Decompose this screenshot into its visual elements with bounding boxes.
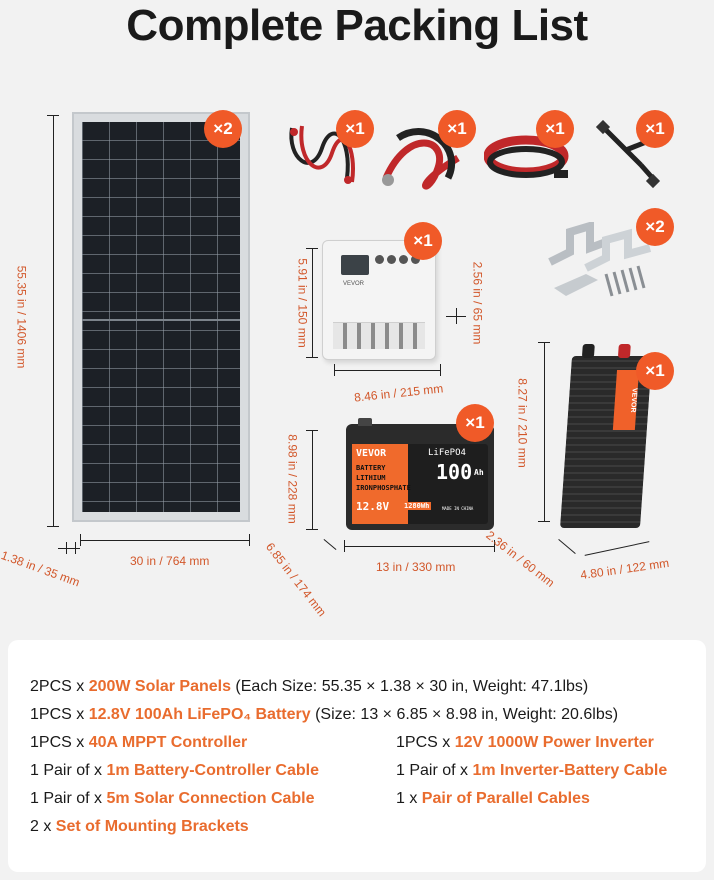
list-item: 1PCS x 12V 1000W Power Inverter [396,734,654,751]
battery-controller-cable-image [289,125,355,184]
controller-height-label: 5.91 in / 150 mm [295,258,310,348]
packing-list-box: 2PCS x 200W Solar Panels (Each Size: 55.… [8,640,706,872]
battery-line2: LITHIUM [356,474,386,482]
battery-brand: VEVOR [356,448,387,459]
battery-energy: 1280Wh [402,502,432,510]
battery-voltage: 12.8V [356,500,390,513]
battery-line1: BATTERY [356,464,386,472]
inverter-brand-label: VEVOR [612,370,640,430]
solar-connection-cable-image [484,135,569,178]
panel-height-label: 55.35 in / 1406 mm [14,265,29,369]
solar-panel-image [72,112,250,522]
product-illustration: ×2 55.35 in / 1406 mm 1.38 in / 35 mm 30… [0,110,674,620]
mounting-brackets-image [548,222,652,297]
inverter-battery-cable-image [382,128,460,190]
battery-line3: IRONPHOSPHATE [356,484,411,492]
panel-depth-label: 1.38 in / 35 mm [0,548,82,590]
cable2-quantity-badge: ×1 [438,110,476,148]
inverter-depth-label: 2.36 in / 60 mm [483,528,558,590]
list-item: 1PCS x 40A MPPT Controller [30,734,248,751]
battery-capacity: 100 [436,460,473,484]
battery-depth-label: 6.85 in / 174 mm [262,540,330,620]
battery-height-label: 8.98 in / 228 mm [285,434,300,524]
battery-chem: LiFePO4 [428,448,466,458]
inverter-height-label: 8.27 in / 210 mm [515,378,530,468]
brackets-quantity-badge: ×2 [636,208,674,246]
list-item: 1 Pair of x 1m Battery-Controller Cable [30,762,319,779]
panel-height-line [53,115,54,527]
list-item: 1PCS x 12.8V 100Ah LiFePO₄ Battery (Size… [30,706,619,723]
inverter-quantity-badge: ×1 [636,352,674,390]
controller-width-label: 8.46 in / 215 mm [353,381,444,405]
controller-quantity-badge: ×1 [404,222,442,260]
list-item: 2 x Set of Mounting Brackets [30,818,249,835]
battery-made: MADE IN CHINA [442,506,474,511]
list-item: 1 Pair of x 5m Solar Connection Cable [30,790,315,807]
panel-quantity-badge: ×2 [204,110,242,148]
power-inverter-image: VEVOR [559,344,653,528]
list-item: 1 x Pair of Parallel Cables [396,790,590,807]
controller-brand-label: VEVOR [343,281,365,287]
cable1-quantity-badge: ×1 [336,110,374,148]
mppt-controller-image: VEVOR [322,240,436,360]
panel-width-label: 30 in / 764 mm [130,554,210,568]
list-item: 2PCS x 200W Solar Panels (Each Size: 55.… [30,678,589,695]
cable3-quantity-badge: ×1 [536,110,574,148]
battery-width-label: 13 in / 330 mm [376,560,456,574]
page-title: Complete Packing List [126,1,588,50]
battery-quantity-badge: ×1 [456,404,494,442]
inverter-width-label: 4.80 in / 122 mm [579,555,670,583]
controller-depth-label: 2.56 in / 65 mm [470,261,485,345]
list-item: 1 Pair of x 1m Inverter-Battery Cable [396,762,668,779]
cable4-quantity-badge: ×1 [636,110,674,148]
battery-unit: Ah [474,468,484,477]
